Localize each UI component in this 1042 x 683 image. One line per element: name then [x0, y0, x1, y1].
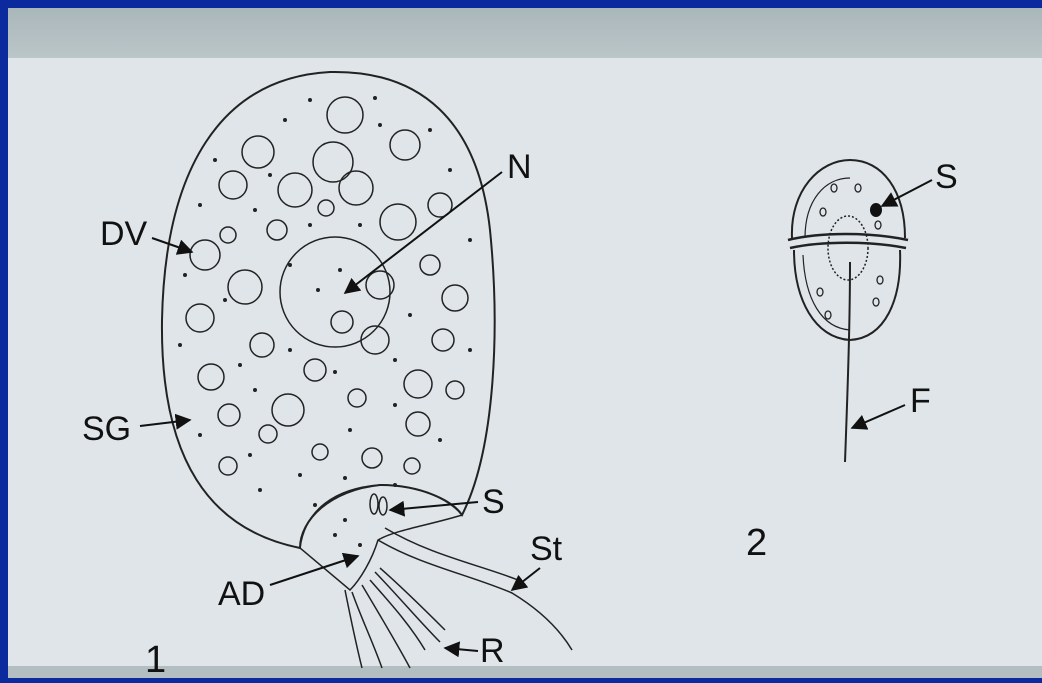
label-dv: DV — [100, 215, 148, 253]
stigma-2 — [870, 203, 882, 217]
figure-2-drawing — [788, 160, 908, 462]
figure-1-arrows — [140, 172, 540, 651]
figure-2-number: 2 — [746, 522, 767, 564]
figure-1-number: 1 — [145, 639, 166, 681]
label-ad: AD — [218, 575, 265, 613]
rhizoids — [345, 568, 445, 668]
digestive-vacuoles — [186, 97, 468, 475]
label-st: St — [530, 530, 563, 568]
label-f: F — [910, 382, 931, 420]
sulcus — [828, 216, 868, 280]
label-r: R — [480, 632, 505, 670]
attachment-disc — [300, 485, 462, 590]
label-s-fig1: S — [482, 483, 505, 521]
label-n: N — [507, 148, 532, 186]
stigma-1 — [370, 494, 378, 514]
label-s-fig2: S — [935, 158, 958, 196]
flagellum — [845, 262, 850, 462]
small-granules — [178, 96, 472, 547]
label-sg: SG — [82, 410, 131, 448]
